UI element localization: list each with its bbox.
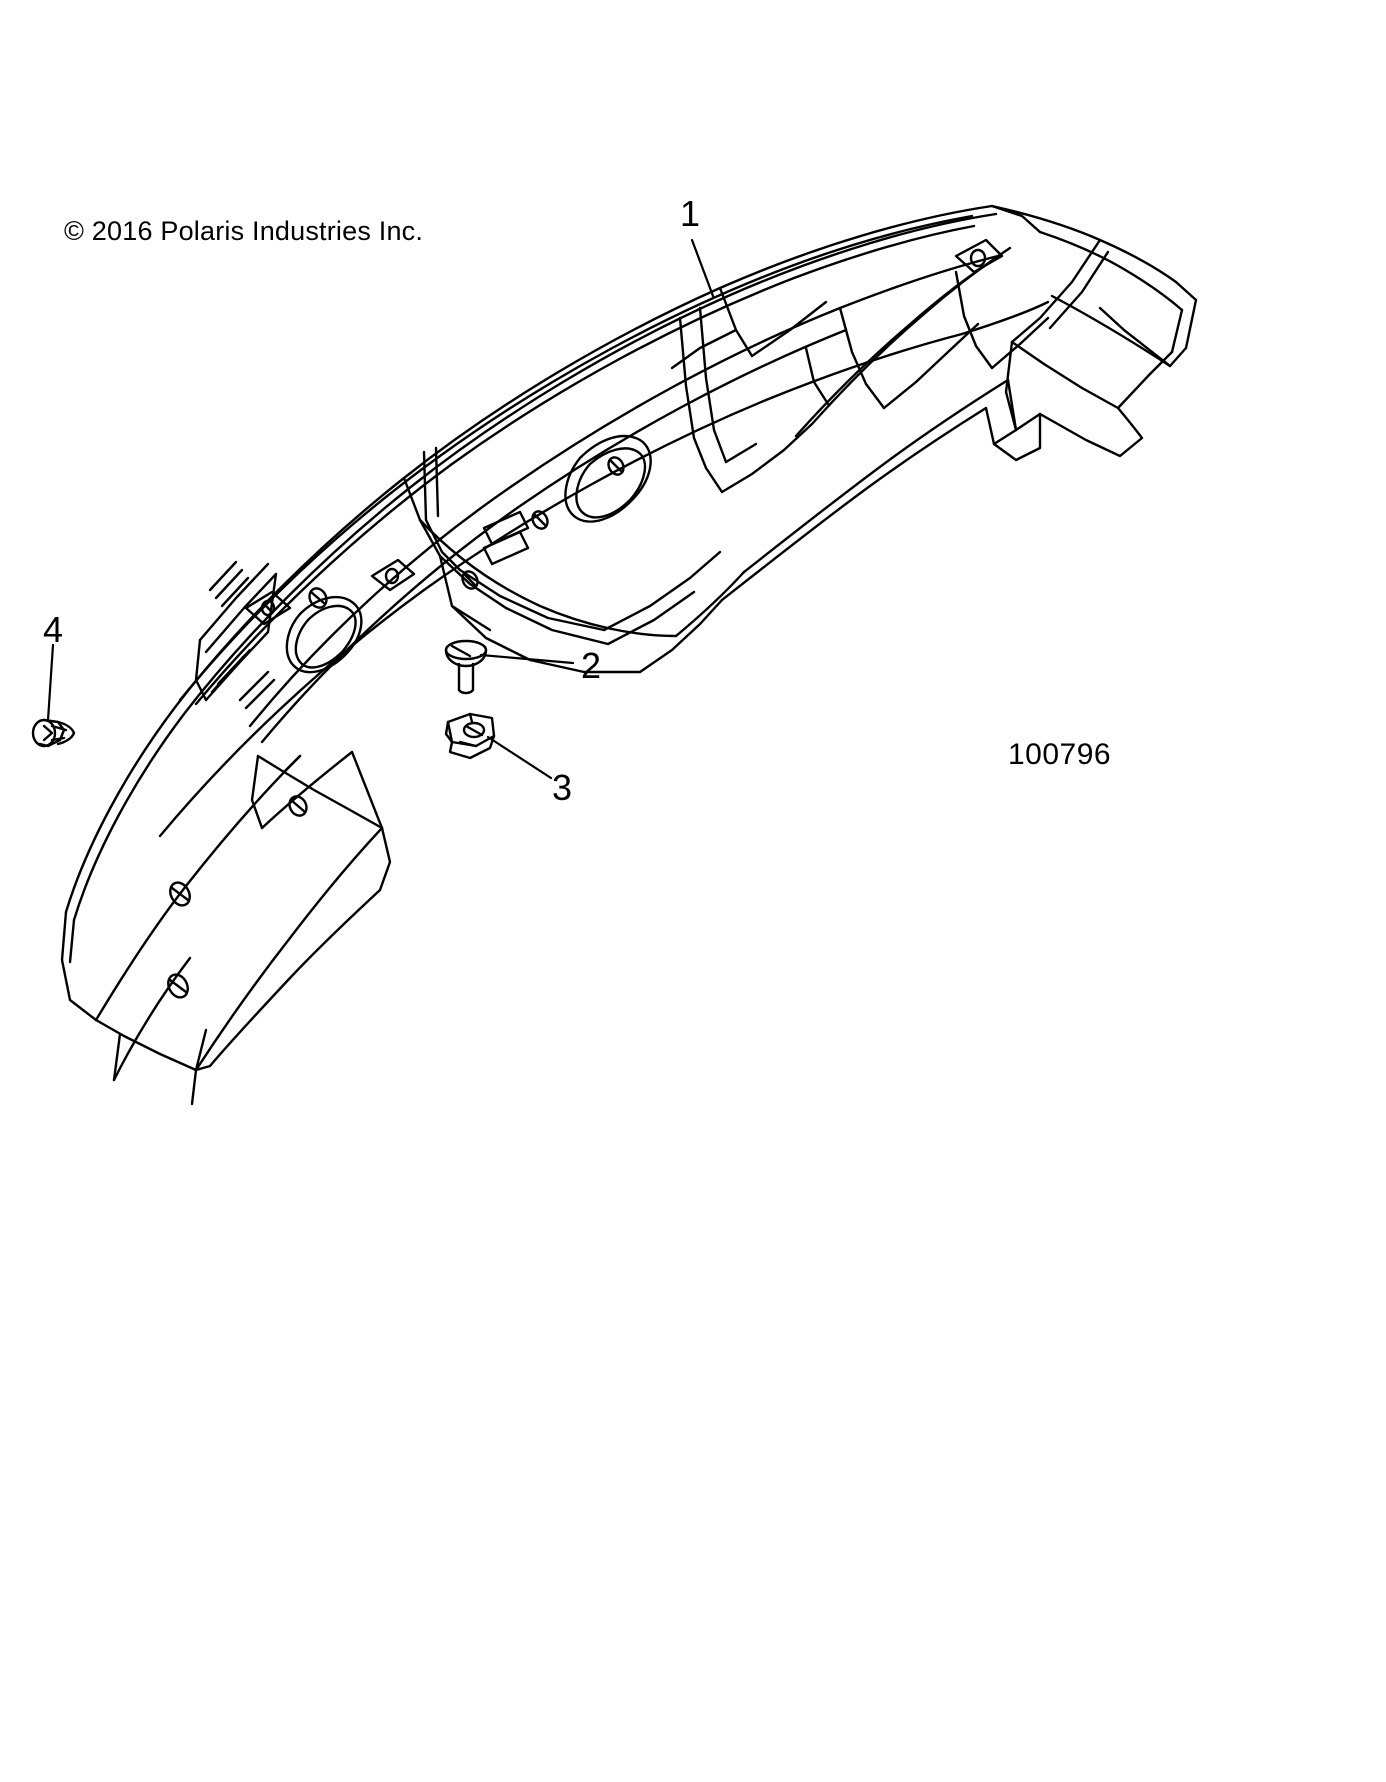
leader-2 xyxy=(481,655,573,663)
clip-nut xyxy=(446,714,494,758)
bumper-assembly xyxy=(62,206,1196,1104)
push-rivet xyxy=(446,641,486,693)
callout-label-1[interactable]: 1 xyxy=(680,193,701,234)
leader-3 xyxy=(488,737,551,778)
leader-lines xyxy=(48,240,713,778)
callout-label-2[interactable]: 2 xyxy=(581,645,602,686)
leader-1 xyxy=(692,240,713,296)
part-number: 100796 xyxy=(1008,738,1112,771)
callout-label-3[interactable]: 3 xyxy=(552,767,573,808)
leader-4 xyxy=(48,645,53,720)
callout-label-4[interactable]: 4 xyxy=(43,609,64,650)
push-fastener xyxy=(33,720,74,746)
copyright-notice: © 2016 Polaris Industries Inc. xyxy=(64,216,424,246)
